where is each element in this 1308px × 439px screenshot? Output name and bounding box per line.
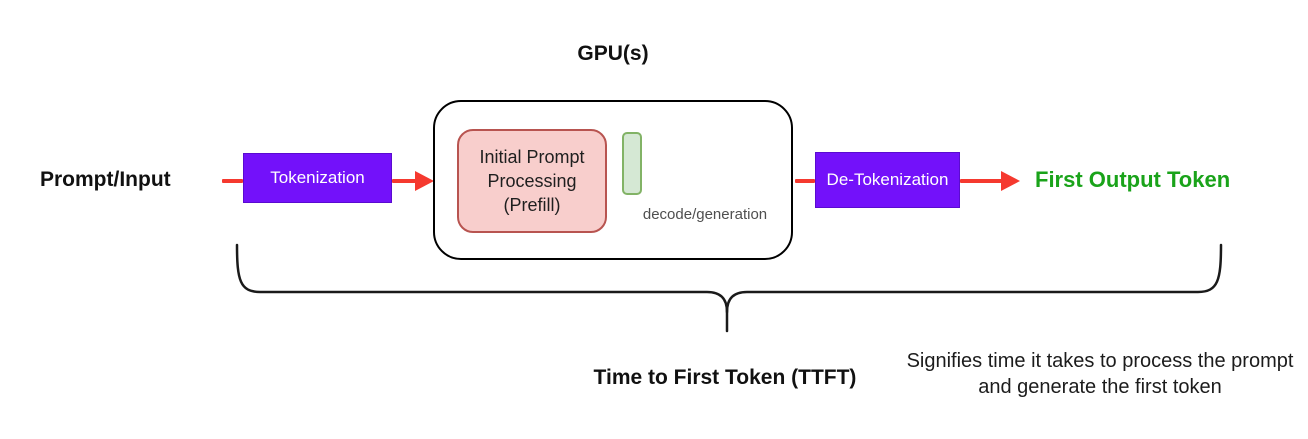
prompt-input-label: Prompt/Input <box>40 168 171 191</box>
connector-detokenization-to-output <box>960 179 1004 183</box>
decode-generation-bar <box>622 132 642 195</box>
decode-generation-label: decode/generation <box>642 206 768 223</box>
tokenization-box: Tokenization <box>243 153 392 203</box>
arrowhead-into-gpu-icon <box>415 171 434 191</box>
connector-tokenization-to-gpu <box>392 179 418 183</box>
ttft-label: Time to First Token (TTFT) <box>593 366 857 389</box>
first-output-token-label: First Output Token <box>1035 167 1231 192</box>
ttft-description: Signifies time it takes to process the p… <box>906 350 1294 398</box>
detokenization-box: De-Tokenization <box>815 152 960 208</box>
gpu-title: GPU(s) <box>577 42 649 65</box>
connector-prompt-to-tokenization <box>222 179 243 183</box>
prefill-box: Initial Prompt Processing (Prefill) <box>457 129 607 233</box>
arrowhead-into-output-icon <box>1001 171 1020 191</box>
ttft-brace-icon <box>235 243 1223 333</box>
connector-gpu-to-detokenization <box>795 179 815 183</box>
